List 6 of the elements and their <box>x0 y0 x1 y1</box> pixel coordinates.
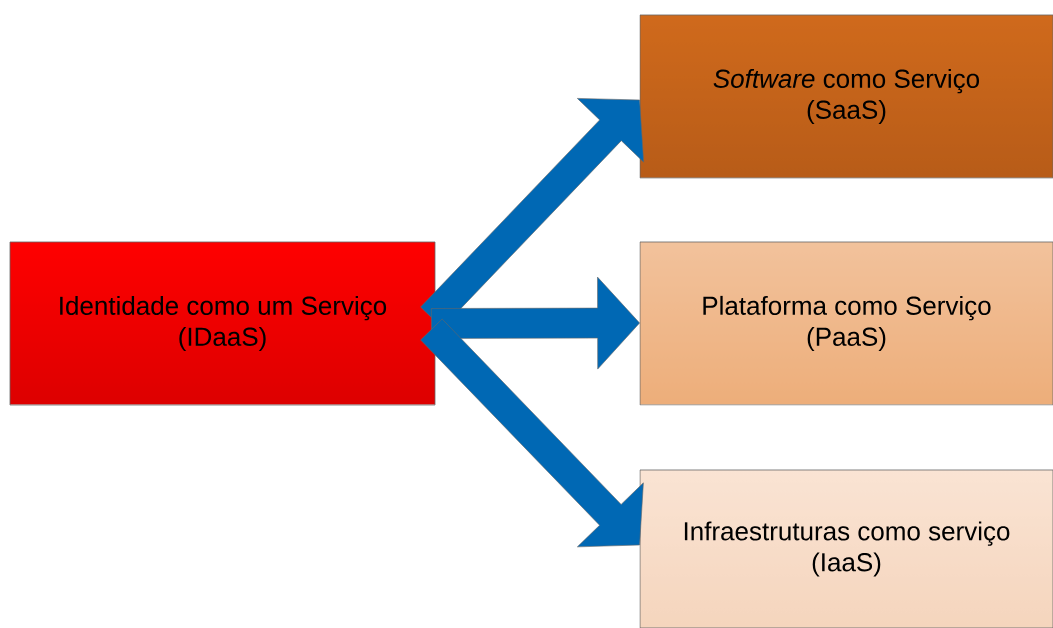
block-arrow <box>420 318 644 548</box>
service-box: Identidade como um Serviço (IDaaS) <box>9 241 436 406</box>
block-arrow <box>431 276 640 370</box>
service-box: Plataforma como Serviço (PaaS) <box>639 241 1053 406</box>
service-box: Infraestruturas como serviço (IaaS) <box>639 469 1053 628</box>
service-box: Software como Serviço (SaaS) <box>639 14 1053 179</box>
